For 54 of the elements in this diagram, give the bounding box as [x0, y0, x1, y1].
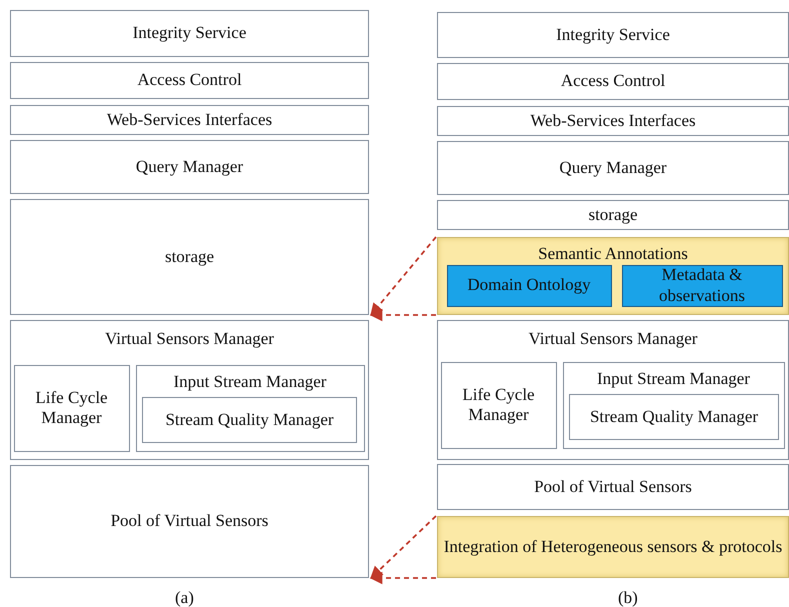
component-box	[437, 106, 789, 136]
dashed-arrow	[370, 236, 437, 316]
component-label: Integrity Service	[132, 23, 246, 44]
component-label: Metadata & observations	[658, 265, 746, 306]
component-box	[10, 199, 369, 315]
component-label: Input Stream Manager	[596, 368, 751, 389]
component-box	[437, 63, 789, 100]
component-box	[440, 362, 556, 448]
component-label: Access Control	[560, 71, 666, 92]
component-label: Pool of Virtual Sensors	[534, 476, 692, 498]
dashed-arrow	[370, 572, 436, 584]
component-label: Integrity Service	[556, 24, 670, 46]
component-label: Domain Ontology	[467, 275, 591, 296]
component-box	[10, 140, 369, 194]
panel-caption: (a)	[175, 588, 194, 607]
component-box	[10, 105, 369, 135]
component-label: Virtual Sensors Manager	[528, 329, 698, 350]
component-box	[437, 200, 789, 230]
component-label: Life Cycle Manager	[461, 384, 536, 426]
component-label: Web-Services Interfaces	[106, 110, 272, 130]
dashed-arrow	[370, 308, 436, 322]
component-box	[10, 10, 369, 57]
component-label: Virtual Sensors Manager	[104, 329, 275, 350]
component-label: storage	[164, 246, 214, 268]
component-label: Pool of Virtual Sensors	[110, 511, 268, 532]
component-box	[437, 141, 789, 195]
component-label: Semantic Annotations	[537, 244, 689, 264]
component-box	[10, 320, 369, 460]
annotation-panel	[437, 237, 789, 315]
metadata-box	[622, 264, 782, 306]
component-label: Stream Quality Manager	[590, 406, 758, 428]
component-box	[437, 12, 789, 58]
component-box	[136, 364, 364, 452]
component-box	[569, 394, 779, 440]
dashed-arrow	[370, 515, 437, 579]
component-box	[437, 320, 789, 460]
component-label: Web-Services Interfaces	[530, 110, 696, 132]
component-label: Access Control	[137, 70, 242, 91]
component-label: Query Manager	[136, 156, 244, 178]
component-label: storage	[588, 204, 638, 226]
component-box	[14, 364, 130, 452]
integration-panel	[437, 516, 789, 578]
component-label: Query Manager	[559, 158, 667, 178]
panel-caption: (b)	[618, 588, 638, 607]
component-box	[437, 464, 789, 510]
component-label: Life Cycle Manager	[34, 388, 109, 428]
component-box	[142, 397, 357, 443]
component-label: Integration of Heterogeneous sensors & protocols	[444, 536, 782, 558]
component-box	[10, 465, 369, 578]
component-box	[10, 62, 369, 99]
component-label: Input Stream Manager	[172, 372, 328, 392]
ontology-box	[446, 264, 612, 306]
component-box	[562, 362, 784, 448]
component-label: Stream Quality Manager	[165, 410, 334, 430]
